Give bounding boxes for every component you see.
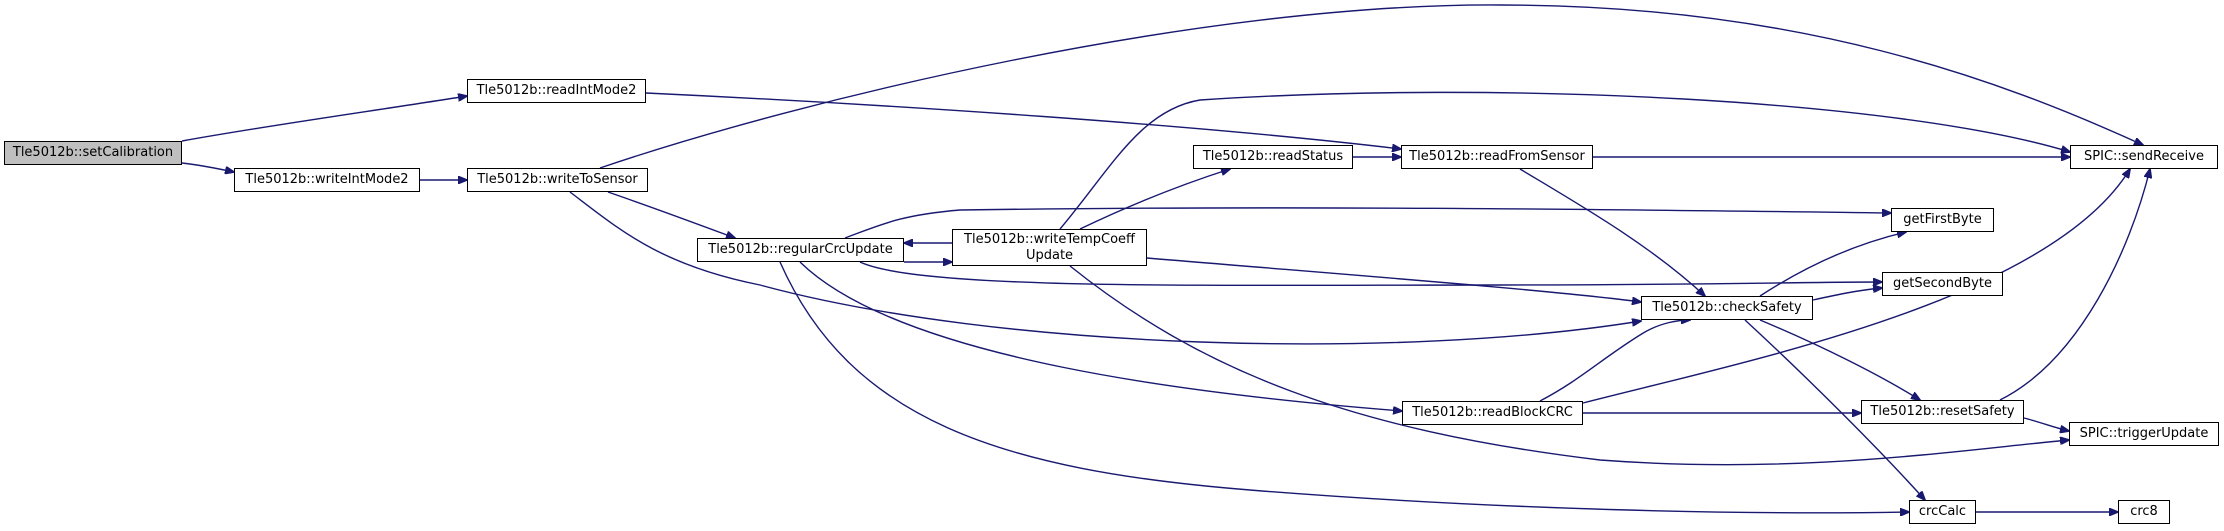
edge-readfromsensor-to-checksafety: [1519, 168, 1705, 296]
node-readstatus[interactable]: Tle5012b::readStatus: [1193, 145, 1353, 169]
node-label: Tle5012b::writeIntMode2: [245, 172, 409, 187]
edge-regularcrcupdate-to-readblockcrc: [799, 261, 1402, 411]
edge-writetosensor-to-sendreceive: [599, 4, 2143, 169]
edge-writetempcoeffupdate-to-sendreceive: [1059, 91, 2070, 230]
edge-readintmode2-to-readfromsensor: [645, 92, 1401, 149]
node-readintmode2[interactable]: Tle5012b::readIntMode2: [467, 79, 646, 103]
node-label: Tle5012b::readFromSensor: [1409, 149, 1585, 164]
node-label: Tle5012b::setCalibration: [12, 145, 174, 160]
edge-writetosensor-to-checksafety: [569, 191, 1641, 345]
node-readfromsensor[interactable]: Tle5012b::readFromSensor: [1401, 145, 1593, 169]
node-sendreceive[interactable]: SPIC::sendReceive: [2070, 145, 2218, 169]
edge-regularcrcupdate-to-crccalc: [779, 261, 1909, 513]
node-label-line2: Update: [1025, 247, 1074, 263]
node-label: Tle5012b::checkSafety: [1652, 300, 1802, 315]
node-label: Tle5012b::writeToSensor: [477, 172, 638, 187]
node-triggerupdate[interactable]: SPIC::triggerUpdate: [2069, 422, 2219, 446]
node-regularcrcupdate[interactable]: Tle5012b::regularCrcUpdate: [697, 238, 904, 262]
edge-checksafety-to-crccalc: [1744, 319, 1925, 500]
node-label: Tle5012b::resetSafety: [1870, 404, 2015, 419]
edge-writetempcoeffupdate-to-checksafety: [1146, 257, 1641, 302]
node-getsecondbyte[interactable]: getSecondByte: [1882, 272, 2003, 296]
edge-regularcrcupdate-to-getfirstbyte: [844, 207, 1891, 239]
node-writetempcoeffupdate[interactable]: Tle5012b::writeTempCoeff Update: [952, 229, 1147, 266]
node-readblockcrc[interactable]: Tle5012b::readBlockCRC: [1402, 401, 1583, 425]
node-label: getSecondByte: [1893, 276, 1992, 291]
node-resetsafety[interactable]: Tle5012b::resetSafety: [1861, 400, 2024, 424]
node-label: SPIC::sendReceive: [2084, 149, 2204, 164]
node-label: getFirstByte: [1903, 212, 1982, 227]
node-checksafety[interactable]: Tle5012b::checkSafety: [1641, 296, 1813, 320]
edge-writetempcoeffupdate-to-triggerupdate: [1069, 265, 2069, 466]
node-label: SPIC::triggerUpdate: [2079, 426, 2209, 441]
node-label: Tle5012b::writeTempCoeff: [964, 231, 1135, 247]
node-writetosensor[interactable]: Tle5012b::writeToSensor: [467, 168, 648, 192]
edge-checksafety-to-resetsafety: [1759, 319, 1920, 400]
node-label: Tle5012b::readStatus: [1202, 149, 1344, 164]
node-writeintmode2[interactable]: Tle5012b::writeIntMode2: [234, 168, 420, 192]
node-crccalc[interactable]: crcCalc: [1909, 500, 1976, 524]
node-crc8[interactable]: crc8: [2118, 500, 2170, 524]
edge-readblockcrc-to-checksafety: [1539, 320, 1690, 402]
node-label: Tle5012b::readBlockCRC: [1412, 405, 1573, 420]
node-label: Tle5012b::regularCrcUpdate: [708, 242, 893, 257]
node-label: crc8: [2130, 504, 2158, 519]
edge-checksafety-to-getsecondbyte: [1812, 288, 1882, 301]
edge-setcalibration-to-readintmode2: [181, 96, 467, 142]
edge-writetosensor-to-regularcrcupdate: [607, 191, 735, 238]
node-label: Tle5012b::readIntMode2: [476, 83, 637, 98]
node-setcalibration: Tle5012b::setCalibration: [4, 141, 182, 165]
edge-resetsafety-to-triggerupdate: [2023, 417, 2069, 431]
node-label: crcCalc: [1918, 504, 1967, 519]
edge-writetempcoeffupdate-to-readstatus: [1079, 169, 1230, 230]
node-getfirstbyte[interactable]: getFirstByte: [1891, 208, 1994, 232]
edge-checksafety-to-getfirstbyte: [1759, 232, 1906, 297]
edge-setcalibration-to-writeintmode2: [181, 162, 234, 172]
edge-resetsafety-to-sendreceive: [1999, 169, 2150, 401]
edge-readblockcrc-to-sendreceive: [1582, 169, 2130, 404]
